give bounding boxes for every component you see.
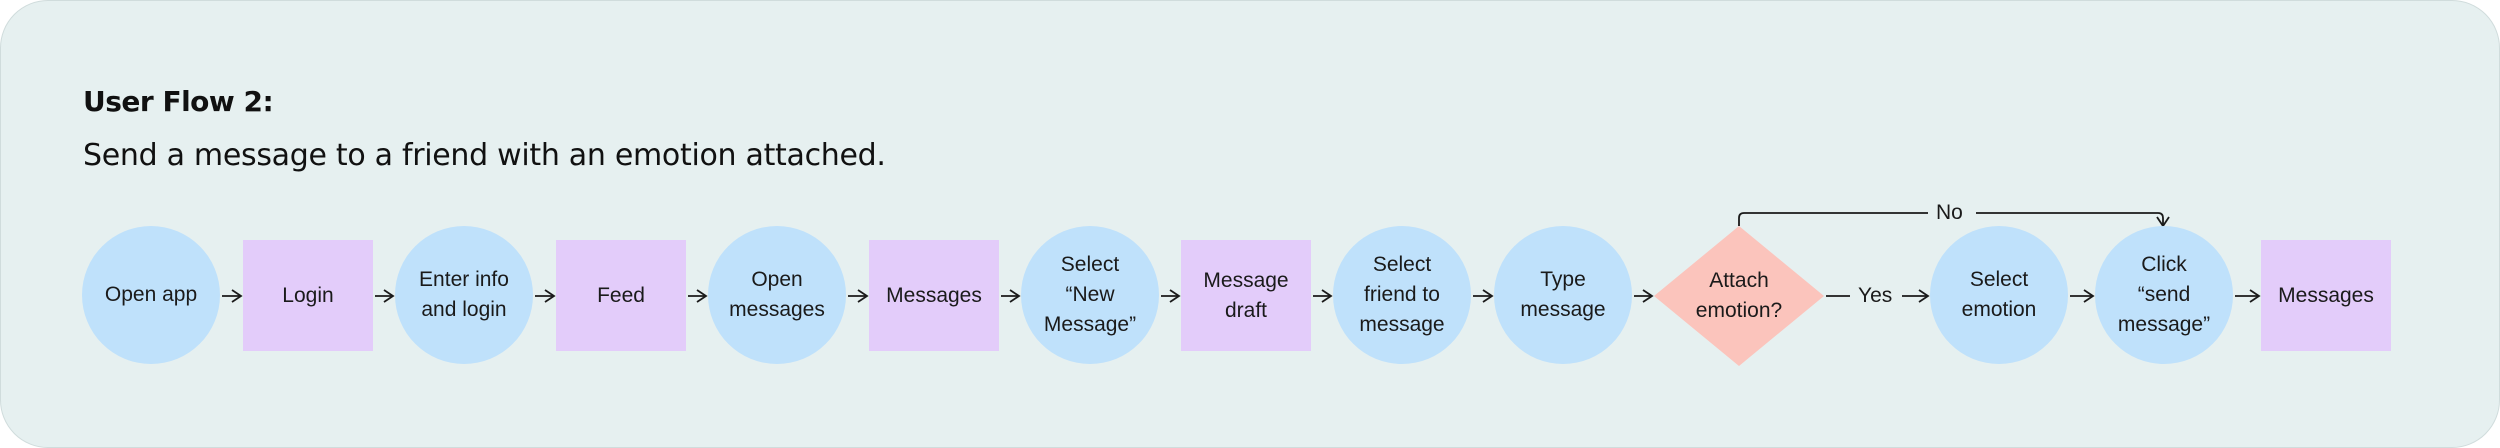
node-messages-end: Messages: [2261, 240, 2391, 351]
node-open-messages: Open messages: [708, 226, 846, 364]
node-login: Login: [243, 240, 373, 351]
node-click-send: Click “send message”: [2095, 226, 2233, 364]
flow-title: User Flow 2:: [83, 85, 274, 118]
edge-label-no: No: [1930, 201, 1969, 225]
node-enter-info: Enter info and login: [395, 226, 533, 364]
node-message-draft: Message draft: [1181, 240, 1311, 351]
edge-label-yes: Yes: [1852, 284, 1899, 308]
decision-diamond: [1654, 226, 1824, 366]
node-select-new-message: Select “New Message”: [1021, 226, 1159, 364]
decision-label: Attach emotion?: [1695, 269, 1783, 322]
node-attach-emotion: Attach emotion?: [1654, 226, 1824, 366]
node-messages: Messages: [869, 240, 999, 351]
node-select-friend: Select friend to message: [1333, 226, 1471, 364]
no-connector-path: [1738, 212, 2163, 226]
node-feed: Feed: [556, 240, 686, 351]
node-open-app: Open app: [82, 226, 220, 364]
flow-description: Send a message to a friend with an emoti…: [83, 138, 886, 173]
node-select-emotion: Select emotion: [1930, 226, 2068, 364]
node-type-message: Type message: [1494, 226, 1632, 364]
